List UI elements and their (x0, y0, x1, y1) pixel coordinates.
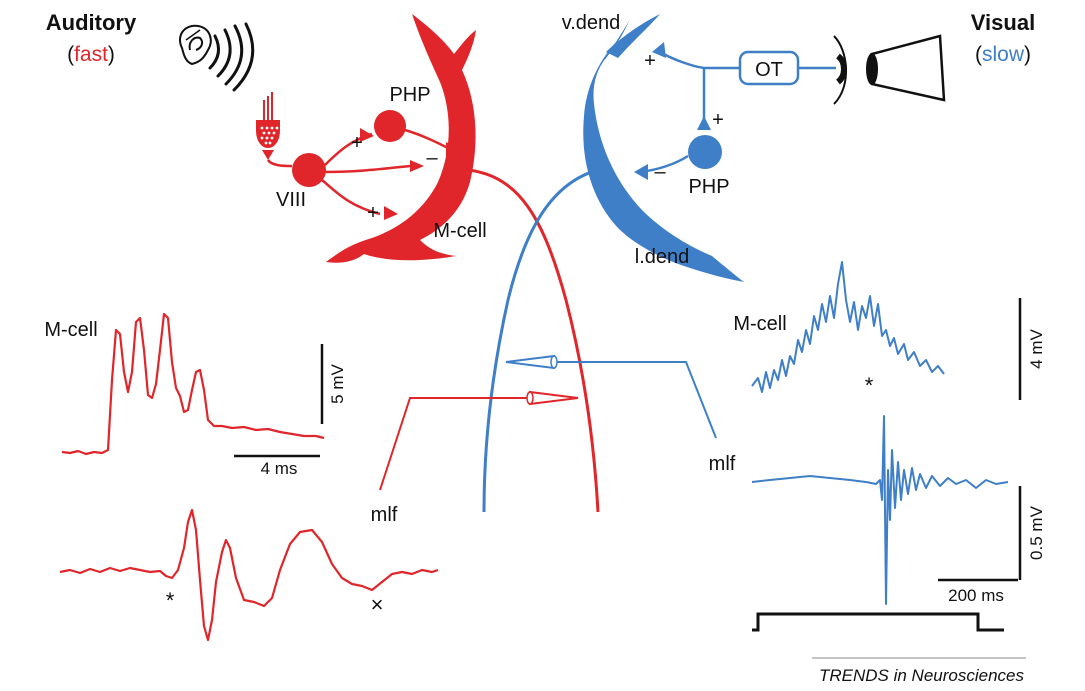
visual-plus-php: + (712, 109, 724, 131)
visual-minus-php: – (654, 161, 666, 183)
right-mcell-trace-label: M-cell (733, 313, 786, 335)
right-bottom-voltage-scale-label: 0.5 mV (1027, 505, 1046, 560)
right-stimulus-step (752, 612, 1004, 632)
eye-icon (833, 35, 847, 105)
auditory-plus-mcell: + (367, 202, 379, 224)
left-mlf-trace (59, 508, 439, 642)
auditory-mcell-axon (467, 168, 600, 513)
visual-plus-vdend: + (644, 50, 656, 72)
synapse-php-vdend-inhibitory (634, 164, 648, 180)
mlf-label-left: mlf (371, 504, 398, 526)
ear-icon (179, 24, 212, 66)
viii-input-axon (266, 159, 293, 168)
auditory-mcell-label: M-cell (433, 220, 486, 242)
mlf-label-right: mlf (709, 453, 736, 475)
left-stim-marker: * (166, 588, 175, 613)
right-mlf-trace (751, 415, 1009, 605)
hair-cell-synapse (262, 150, 274, 160)
sound-waves-icon (208, 22, 255, 92)
source-credit: TRENDS in Neurosciences (819, 666, 1025, 685)
auditory-php-neuron (374, 110, 406, 142)
visual-mcell-body (583, 14, 744, 282)
visual-paren-open: ( (975, 43, 982, 66)
left-time-scale-label: 4 ms (261, 459, 298, 478)
left-end-marker: × (371, 592, 384, 617)
ot-label: OT (755, 59, 783, 81)
visual-mcell-axon (482, 166, 607, 513)
synapse-ot-vdend (652, 42, 666, 58)
visual-php-label: PHP (688, 176, 729, 198)
auditory-title: Auditory (46, 10, 137, 35)
left-mcell-trace (61, 312, 325, 456)
light-source-icon (866, 34, 946, 102)
viii-neuron (292, 153, 326, 187)
right-top-voltage-scale-label: 4 mV (1027, 329, 1046, 369)
left-voltage-scale-label: 5 mV (328, 364, 347, 404)
synapse-viii-mcell-dend (410, 160, 424, 172)
auditory-plus-php: + (351, 132, 363, 154)
viii-to-mcell-dend-axon (324, 164, 411, 174)
auditory-php-label: PHP (389, 84, 430, 106)
auditory-subtitle: (fast) (67, 43, 115, 66)
visual-speed: slow (982, 43, 1025, 66)
visual-vdend-label: v.dend (562, 12, 621, 34)
auditory-viii-label: VIII (276, 189, 306, 211)
synapse-viii-php (360, 128, 374, 142)
ot-to-vdend-axon (659, 50, 740, 70)
auditory-paren-open: ( (67, 43, 74, 66)
auditory-speed: fast (74, 43, 108, 66)
right-mcell-trace (751, 261, 945, 393)
right-stim-marker: * (865, 373, 874, 398)
visual-php-neuron (688, 135, 722, 169)
mlf-electrode-right (505, 354, 717, 439)
auditory-minus-php: – (426, 147, 438, 169)
hair-cell-icon (256, 92, 280, 148)
visual-ldend-label: l.dend (635, 246, 690, 268)
mlf-electrode-left (379, 390, 579, 491)
visual-subtitle: (slow) (975, 43, 1031, 66)
viii-to-mcell-axon (321, 179, 381, 216)
auditory-mcell-body (326, 14, 476, 263)
right-time-scale-label: 200 ms (948, 586, 1004, 605)
synapse-ot-php (697, 116, 711, 130)
left-mcell-trace-label: M-cell (44, 319, 97, 341)
visual-paren-close: ) (1024, 43, 1031, 66)
auditory-paren-close: ) (108, 43, 115, 66)
synapse-viii-mcell (384, 206, 398, 220)
visual-title: Visual (971, 10, 1035, 35)
